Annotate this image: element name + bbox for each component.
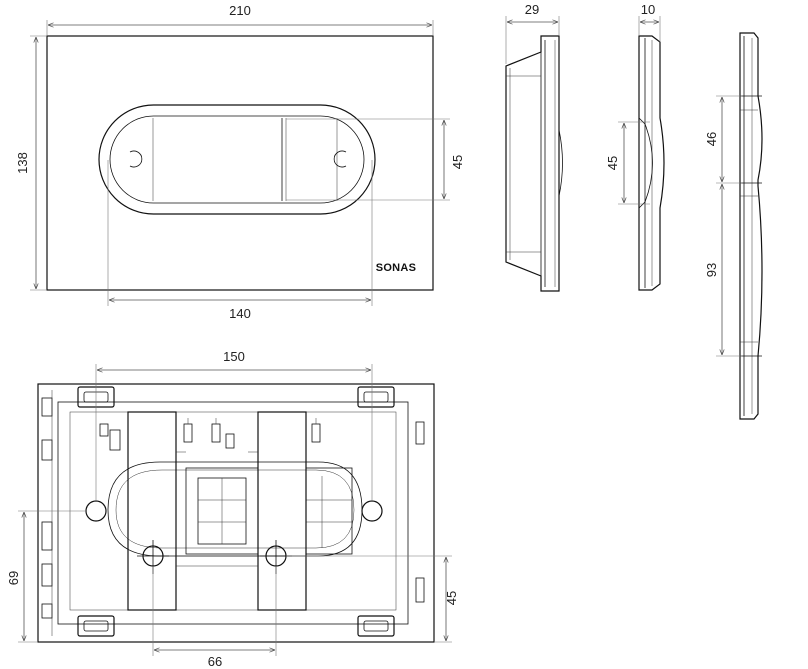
right-tab-top [415, 421, 425, 445]
left-edge-clips [41, 390, 53, 636]
right-tab-bottom [415, 577, 425, 603]
dim-side-depth: 29 [525, 2, 539, 17]
side-view: 29 [505, 2, 563, 292]
center-grid-block [185, 467, 353, 555]
profile-outline [638, 35, 665, 291]
dim-frame-button: 45 [444, 591, 459, 605]
brand-logo: SONAS [376, 262, 417, 274]
button-outer-ring [98, 104, 376, 215]
dim-frame-width: 150 [223, 349, 245, 364]
side-hole-left [85, 500, 107, 522]
left-strap [127, 411, 177, 611]
profile-view: 10 45 [605, 2, 665, 291]
dim-button-width: 140 [229, 306, 251, 321]
mounting-slot-bottom-right [357, 615, 395, 637]
front-view: SONAS 210 138 45 140 [15, 3, 465, 321]
side-view-outline [505, 35, 560, 292]
right-strap [257, 411, 307, 611]
dim-plate-height: 138 [15, 152, 30, 174]
dim-plate-width: 210 [229, 3, 251, 18]
button-inner-ring [109, 115, 365, 204]
right-button-notch [333, 150, 347, 168]
side-hole-right [361, 500, 383, 522]
segment-outline [739, 32, 763, 420]
back-frame-view: 150 69 45 66 [6, 349, 459, 669]
spring-clips [99, 418, 321, 451]
frame-inner-outline [57, 401, 409, 625]
dim-profile-button: 45 [605, 156, 620, 170]
mounting-slot-top-right [357, 386, 395, 408]
mounting-slot-bottom-left [77, 615, 115, 637]
dim-segment-lower: 93 [704, 263, 719, 277]
left-button-notch [129, 150, 143, 168]
dim-segment-upper: 46 [704, 132, 719, 146]
front-plate-outline [46, 35, 434, 291]
dim-button-height: 45 [450, 155, 465, 169]
dim-hole-spacing: 66 [208, 654, 222, 669]
segment-profile-view: 46 93 [704, 32, 763, 420]
button-cavity [107, 461, 363, 557]
dim-profile-depth: 10 [641, 2, 655, 17]
dim-frame-height: 69 [6, 571, 21, 585]
frame-outer-outline [37, 383, 435, 643]
